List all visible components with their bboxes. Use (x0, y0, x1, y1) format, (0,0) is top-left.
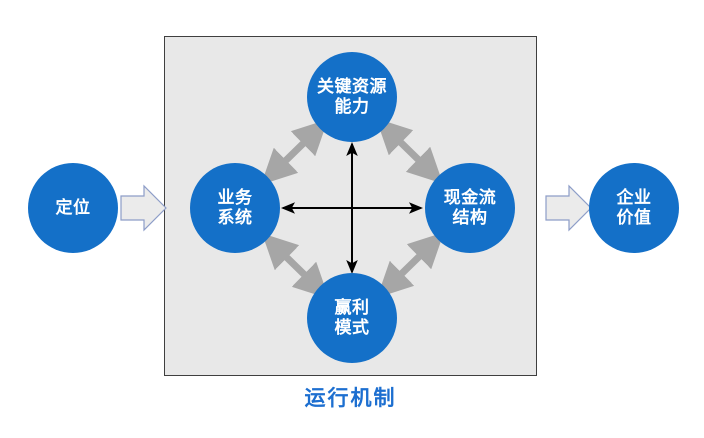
block-arrow-right (545, 184, 592, 232)
mechanism-caption: 运行机制 (304, 387, 397, 410)
node-business-system[interactable]: 业务 系统 (190, 163, 280, 253)
node-business-system-line-1: 业务 (217, 187, 253, 207)
node-key-resource-capability-line-1: 关键资源 (317, 76, 387, 96)
outer-node-positioning-line-1: 定位 (55, 197, 91, 217)
node-business-system-line-2: 系统 (217, 208, 253, 227)
node-cash-flow-structure[interactable]: 现金流 结构 (425, 163, 515, 253)
node-profit-model-line-2: 模式 (334, 318, 370, 337)
block-arrow-left (120, 184, 167, 232)
node-cash-flow-structure-line-2: 结构 (452, 208, 488, 227)
outer-node-enterprise-value[interactable]: 企业 价值 (589, 163, 679, 253)
node-profit-model-line-1: 赢利 (334, 297, 370, 317)
outer-node-enterprise-value-line-2: 价值 (616, 208, 652, 227)
outer-node-enterprise-value-line-1: 企业 (616, 187, 652, 207)
node-key-resource-capability[interactable]: 关键资源 能力 (307, 52, 397, 142)
node-key-resource-capability-line-2: 能力 (334, 97, 370, 116)
node-profit-model[interactable]: 赢利 模式 (307, 273, 397, 363)
outer-node-positioning[interactable]: 定位 (28, 163, 118, 253)
node-cash-flow-structure-line-1: 现金流 (443, 187, 497, 207)
